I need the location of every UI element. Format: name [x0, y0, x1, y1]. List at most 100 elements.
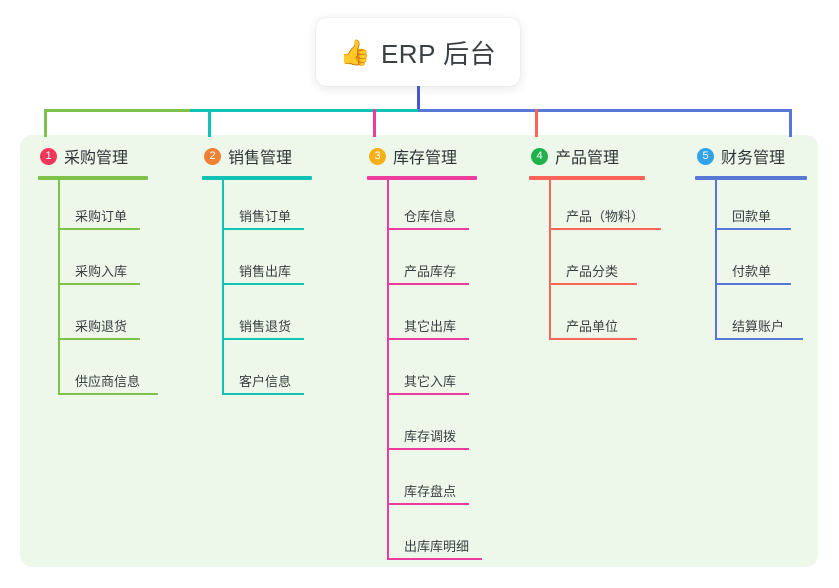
module-item-rule — [222, 228, 304, 230]
module-item-label: 产品（物料） — [566, 209, 645, 224]
module-item-rule — [715, 228, 791, 230]
module-item[interactable]: 付款单 — [695, 235, 807, 290]
module-item[interactable]: 出库库明细 — [367, 510, 482, 565]
module-header-rule — [38, 176, 148, 180]
module-item[interactable]: 库存盘点 — [367, 455, 477, 510]
module-item-rule — [58, 283, 140, 285]
module-item-rule — [222, 283, 304, 285]
module-item-label: 客户信息 — [239, 374, 292, 389]
module-title: 产品管理 — [555, 150, 620, 167]
module-item-label: 销售订单 — [239, 209, 292, 224]
module-number-badge: 1 — [40, 147, 57, 165]
module-item[interactable]: 产品分类 — [529, 235, 645, 290]
module-item-label: 产品库存 — [404, 264, 457, 279]
module-item-label: 其它出库 — [404, 319, 457, 334]
module-item-rule — [715, 338, 803, 340]
module-item[interactable]: 回款单 — [695, 180, 807, 235]
module-item[interactable]: 销售订单 — [202, 180, 312, 235]
module-item[interactable]: 产品单位 — [529, 290, 645, 345]
module-number-badge: 3 — [369, 147, 386, 165]
root-title: ERP 后台 — [380, 38, 497, 69]
module-item-label: 产品单位 — [566, 319, 619, 334]
module-header-rule — [367, 176, 477, 180]
module-item[interactable]: 客户信息 — [202, 345, 312, 400]
module-header-5[interactable]: 5 财务管理 — [695, 143, 807, 169]
module-trunk-line — [549, 180, 551, 340]
module-items: 采购订单采购入库采购退货供应商信息 — [38, 180, 158, 400]
root-node[interactable]: 👍 ERP 后台 — [316, 18, 520, 86]
module-item-label: 仓库信息 — [404, 209, 457, 224]
module-item-rule — [58, 338, 140, 340]
module-items: 销售订单销售出库销售退货客户信息 — [202, 180, 312, 400]
module-trunk-line — [715, 180, 717, 340]
module-column-5: 5 财务管理回款单付款单结算账户 — [695, 143, 807, 345]
module-trunk-line — [58, 180, 60, 395]
module-number-badge: 4 — [531, 147, 548, 165]
module-item-label: 出库库明细 — [404, 539, 470, 554]
module-title: 财务管理 — [721, 150, 786, 167]
module-header-1[interactable]: 1 采购管理 — [38, 143, 148, 169]
drop-connector-4 — [535, 109, 538, 137]
module-item[interactable]: 采购入库 — [38, 235, 148, 290]
module-item[interactable]: 产品（物料） — [529, 180, 661, 235]
module-item-rule — [549, 228, 661, 230]
bus-segment-5 — [582, 109, 746, 112]
module-item[interactable]: 采购退货 — [38, 290, 148, 345]
module-number-badge: 5 — [697, 147, 714, 165]
module-item-label: 付款单 — [732, 264, 772, 279]
bus-segment-6 — [746, 109, 792, 112]
module-item-label: 采购订单 — [75, 209, 128, 224]
module-item-label: 供应商信息 — [75, 374, 141, 389]
module-item-label: 采购入库 — [75, 264, 128, 279]
module-item[interactable]: 仓库信息 — [367, 180, 477, 235]
module-header-4[interactable]: 4 产品管理 — [529, 143, 645, 169]
module-item-rule — [387, 228, 469, 230]
module-item-rule — [387, 338, 469, 340]
bus-segment-4 — [418, 109, 582, 112]
module-item-rule — [387, 503, 469, 505]
module-item-rule — [58, 228, 140, 230]
module-trunk-line — [387, 180, 389, 560]
bus-segment-3 — [354, 109, 418, 112]
module-item-label: 库存盘点 — [404, 484, 457, 499]
bus-segment-1 — [44, 109, 190, 112]
thumbs-up-icon: 👍 — [339, 37, 371, 67]
module-item-rule — [549, 338, 637, 340]
module-header-rule — [529, 176, 645, 180]
module-number-badge: 2 — [204, 147, 221, 165]
module-item[interactable]: 产品库存 — [367, 235, 477, 290]
module-header-rule — [202, 176, 312, 180]
module-items: 产品（物料） 产品分类产品单位 — [529, 180, 661, 345]
module-item-label: 销售出库 — [239, 264, 292, 279]
module-item[interactable]: 结算账户 — [695, 290, 807, 345]
module-title: 采购管理 — [64, 150, 129, 167]
module-item[interactable]: 其它入库 — [367, 345, 477, 400]
module-item[interactable]: 销售退货 — [202, 290, 312, 345]
module-item-label: 采购退货 — [75, 319, 128, 334]
drop-connector-1 — [44, 109, 47, 137]
module-item-rule — [387, 393, 469, 395]
module-item[interactable]: 库存调拨 — [367, 400, 477, 455]
module-item[interactable]: 供应商信息 — [38, 345, 158, 400]
module-item-rule — [387, 558, 482, 560]
module-item-rule — [715, 283, 791, 285]
module-item[interactable]: 其它出库 — [367, 290, 477, 345]
module-item[interactable]: 销售出库 — [202, 235, 312, 290]
module-item-rule — [58, 393, 158, 395]
drop-connector-3 — [373, 109, 376, 137]
bus-segment-2 — [190, 109, 354, 112]
module-item-label: 库存调拨 — [404, 429, 457, 444]
module-item[interactable]: 采购订单 — [38, 180, 148, 235]
module-item-rule — [222, 338, 304, 340]
module-item-rule — [549, 283, 637, 285]
modules-panel — [20, 135, 818, 567]
module-item-label: 产品分类 — [566, 264, 619, 279]
module-column-1: 1 采购管理采购订单采购入库采购退货供应商信息 — [38, 143, 158, 400]
drop-connector-2 — [208, 109, 211, 137]
module-items: 回款单付款单结算账户 — [695, 180, 807, 345]
module-item-rule — [387, 448, 469, 450]
